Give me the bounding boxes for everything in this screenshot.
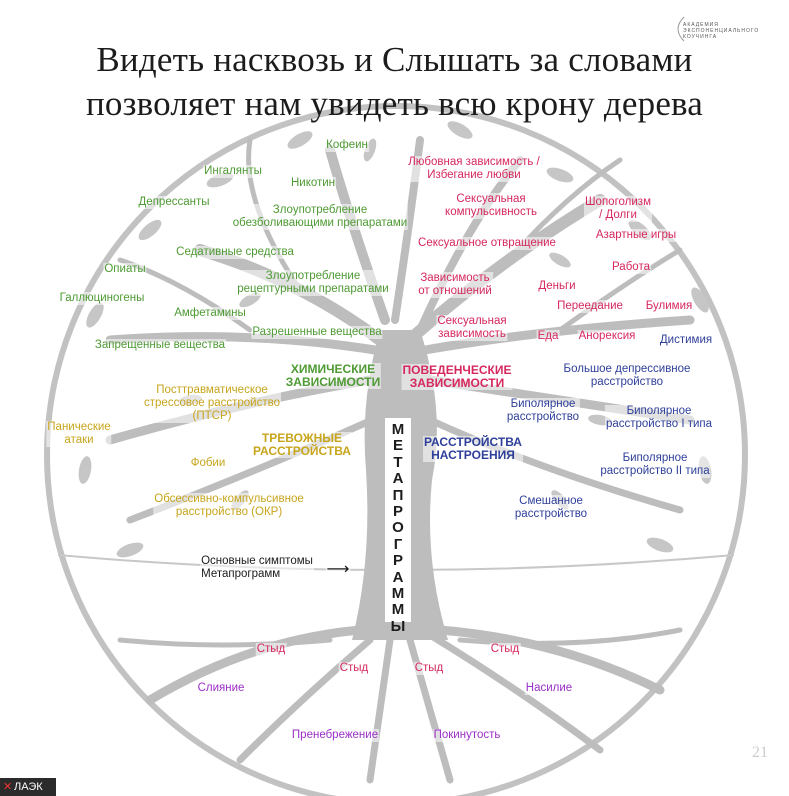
logo-text: АКАДЕМИЯ ЭКСПОНЕНЦИАЛЬНОГО КОУЧИНГА <box>683 22 760 40</box>
label-inhalants: Ингалянты <box>203 165 263 178</box>
label-hallucinogens: Галлюциногены <box>58 292 146 305</box>
label-food: Еда <box>536 330 560 343</box>
label-abandonment: Покинутость <box>432 729 502 742</box>
label-overeating: Переедание <box>556 300 624 313</box>
label-shame-2: Стыд <box>338 662 370 675</box>
label-sedatives: Седативные средства <box>175 246 295 259</box>
label-major-depressive: Большое депрессивное расстройство <box>562 363 692 389</box>
label-work: Работа <box>611 261 651 274</box>
arrow-right-icon: ⟶ <box>325 561 351 578</box>
symptoms-note: Основные симптомы Метапрограмм <box>200 555 314 581</box>
label-dysthymia: Дистимия <box>658 334 714 347</box>
label-fusion: Слияние <box>196 682 246 695</box>
label-shame-1: Стыд <box>255 643 287 656</box>
label-anorexia: Анорексия <box>577 330 637 343</box>
logo-mark-icon <box>677 16 685 42</box>
label-bipolar-type-1: Биполярное расстройство I типа <box>604 405 714 431</box>
label-phobias: Фобии <box>189 457 227 470</box>
tree-ring <box>44 103 748 796</box>
label-neglect: Пренебрежение <box>290 729 380 742</box>
label-illegal-substances: Запрещенные вещества <box>93 339 227 352</box>
trunk-label: М Е Т А П Р О Г Р А М М Ы <box>390 421 406 635</box>
academy-logo: АКАДЕМИЯ ЭКСПОНЕНЦИАЛЬНОГО КОУЧИНГА <box>671 16 771 46</box>
label-violence: Насилие <box>524 682 574 695</box>
label-bipolar-type-2: Биполярное расстройство II типа <box>599 452 711 478</box>
label-relationship-addiction: Зависимость от отношений <box>417 272 493 298</box>
label-legal-substances: Разрешенные вещества <box>251 326 383 339</box>
title-line-2: позволяет нам увидеть всю крону дерева <box>85 84 704 123</box>
label-sexual-addiction: Сексуальная зависимость <box>436 315 508 341</box>
label-ptsd: Посттравматическое стрессовое расстройст… <box>143 384 281 423</box>
title-line-1: Видеть насквозь и Слышать за словами <box>96 40 693 79</box>
label-love-addiction: Любовная зависимость / Избегание любви <box>407 156 541 182</box>
label-depressants: Депрессанты <box>137 196 211 209</box>
taskbar-chip[interactable]: ✕ ЛАЭК <box>0 778 56 796</box>
label-nicotine: Никотин <box>289 177 337 190</box>
header-anxiety-disorders: ТРЕВОЖНЫЕ РАССТРОЙСТВА <box>252 431 352 458</box>
label-ocd: Обсессивно-компульсивное расстройство (О… <box>153 493 305 519</box>
label-shopaholism: Шопоголизм / Долги <box>584 196 652 222</box>
label-opiates: Опиаты <box>103 263 147 276</box>
label-sexual-compulsivity: Сексуальная компульсивность <box>444 193 538 219</box>
label-shame-4: Стыд <box>489 643 521 656</box>
label-bipolar: Биполярное расстройство <box>505 398 581 424</box>
header-mood-disorders: РАССТРОЙСТВА НАСТРОЕНИЯ <box>423 435 523 462</box>
label-panic-attacks: Панические атаки <box>46 421 112 447</box>
label-sexual-aversion: Сексуальное отвращение <box>417 237 557 250</box>
label-shame-3: Стыд <box>413 662 445 675</box>
header-chemical-addictions: ХИМИЧЕСКИЕ ЗАВИСИМОСТИ <box>284 362 382 389</box>
label-amphetamines: Амфетамины <box>173 307 247 320</box>
header-behavioral-addictions: ПОВЕДЕНЧЕСКИЕ ЗАВИСИМОСТИ <box>401 363 513 390</box>
trunk-label-box: М Е Т А П Р О Г Р А М М Ы <box>385 418 411 635</box>
label-mixed-disorder: Смешанное расстройство <box>513 495 589 521</box>
label-painkiller-abuse: Злоупотребление обезболивающими препарат… <box>231 204 409 230</box>
label-money: Деньги <box>537 280 577 293</box>
close-icon[interactable]: ✕ <box>3 781 13 793</box>
label-caffeine: Кофеин <box>325 139 369 152</box>
label-prescription-abuse: Злоупотребление рецептурными препаратами <box>236 270 390 296</box>
taskbar-label: ЛАЭК <box>14 781 43 793</box>
page-number: 21 <box>752 744 768 761</box>
label-bulimia: Булимия <box>644 300 694 313</box>
label-gambling: Азартные игры <box>594 229 678 242</box>
